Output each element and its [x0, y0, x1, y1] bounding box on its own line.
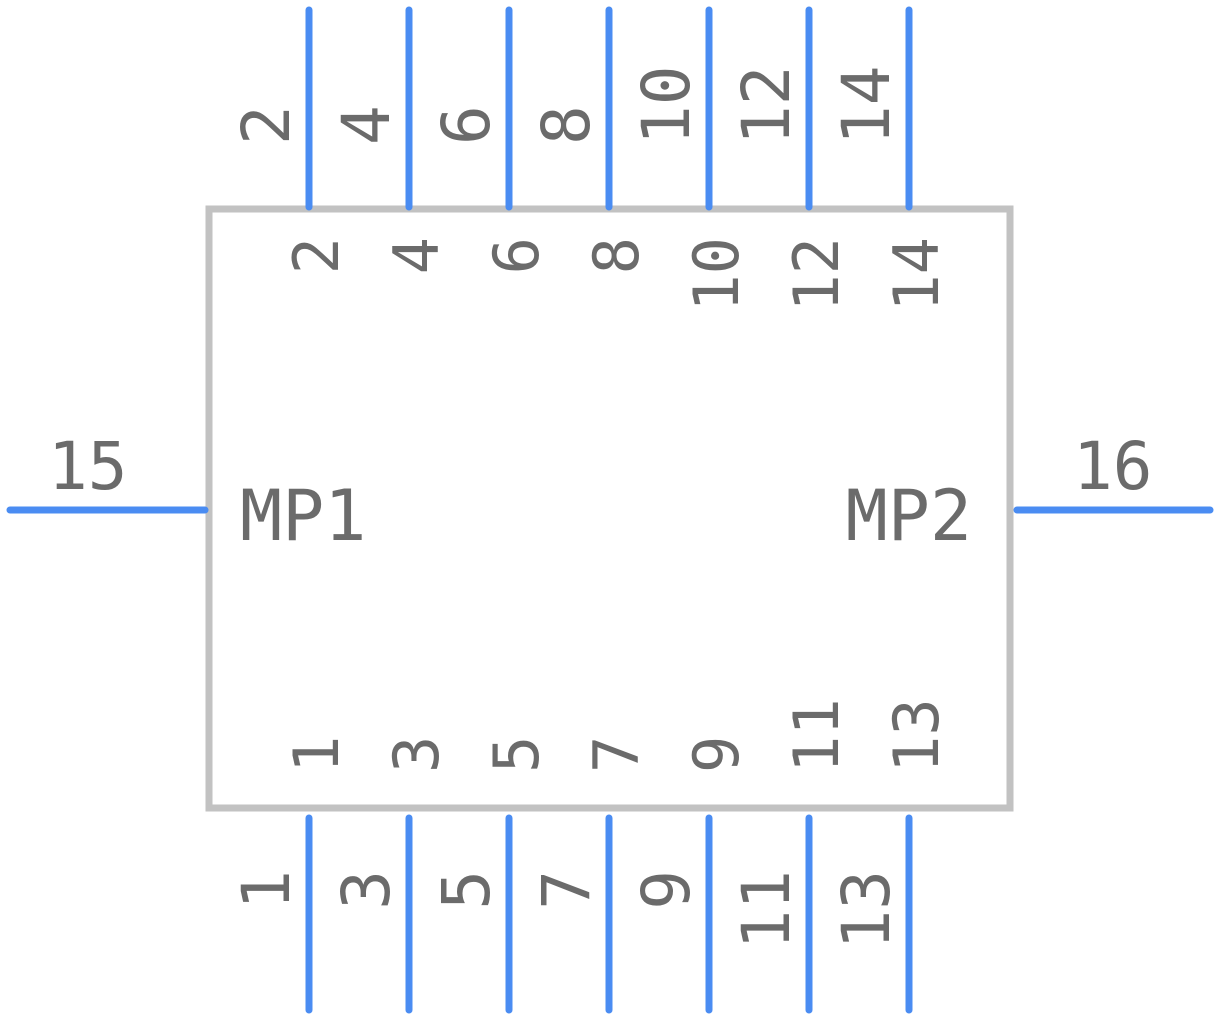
label-mp2: MP2 [846, 475, 972, 557]
top-inner-pin-number: 8 [580, 237, 653, 274]
bottom-inner-pin-number: 1 [280, 736, 353, 773]
bottom-pins [305, 814, 913, 1014]
top-pins [305, 6, 913, 211]
bottom-outer-pin-number: 3 [328, 870, 405, 910]
top-outer-pin-number: 8 [528, 105, 605, 145]
top-outer-pin-number: 2 [228, 105, 305, 145]
bottom-inner-pin-number: 5 [480, 736, 553, 773]
bottom-inner-pin-number: 9 [680, 736, 753, 773]
left-pin-number: 15 [48, 428, 127, 505]
bottom-outer-pin-number: 1 [228, 870, 305, 910]
top-inner-pin-number: 10 [680, 237, 753, 312]
top-inner-pin-number: 12 [780, 237, 853, 312]
top-inner-pin-number: 2 [280, 237, 353, 274]
top-inner-pin-numbers: 2 4 6 8 10 12 14 [280, 237, 953, 312]
top-outer-pin-number: 6 [428, 105, 505, 145]
bottom-inner-pin-number: 11 [780, 698, 853, 773]
bottom-inner-pin-number: 3 [380, 736, 453, 773]
bottom-inner-pin-number: 7 [580, 736, 653, 773]
top-inner-pin-number: 14 [880, 237, 953, 312]
bottom-outer-pin-number: 7 [528, 870, 605, 910]
bottom-outer-pin-number: 13 [828, 870, 905, 949]
label-mp1: MP1 [240, 475, 366, 557]
top-inner-pin-number: 4 [380, 237, 453, 274]
top-outer-pin-number: 10 [628, 66, 705, 145]
bottom-outer-pin-number: 5 [428, 870, 505, 910]
bottom-outer-pin-numbers: 1 3 5 7 9 11 13 [228, 870, 905, 949]
top-outer-pin-number: 12 [728, 66, 805, 145]
bottom-inner-pin-number: 13 [880, 698, 953, 773]
top-outer-pin-number: 4 [328, 105, 405, 145]
top-outer-pin-numbers: 2 4 6 8 10 12 14 [228, 66, 905, 145]
bottom-outer-pin-number: 11 [728, 870, 805, 949]
top-outer-pin-number: 14 [828, 66, 905, 145]
right-pin-number: 16 [1073, 428, 1152, 505]
top-inner-pin-number: 6 [480, 237, 553, 274]
bottom-outer-pin-number: 9 [628, 870, 705, 910]
bottom-inner-pin-numbers: 1 3 5 7 9 11 13 [280, 698, 953, 773]
component-body [205, 205, 1014, 812]
